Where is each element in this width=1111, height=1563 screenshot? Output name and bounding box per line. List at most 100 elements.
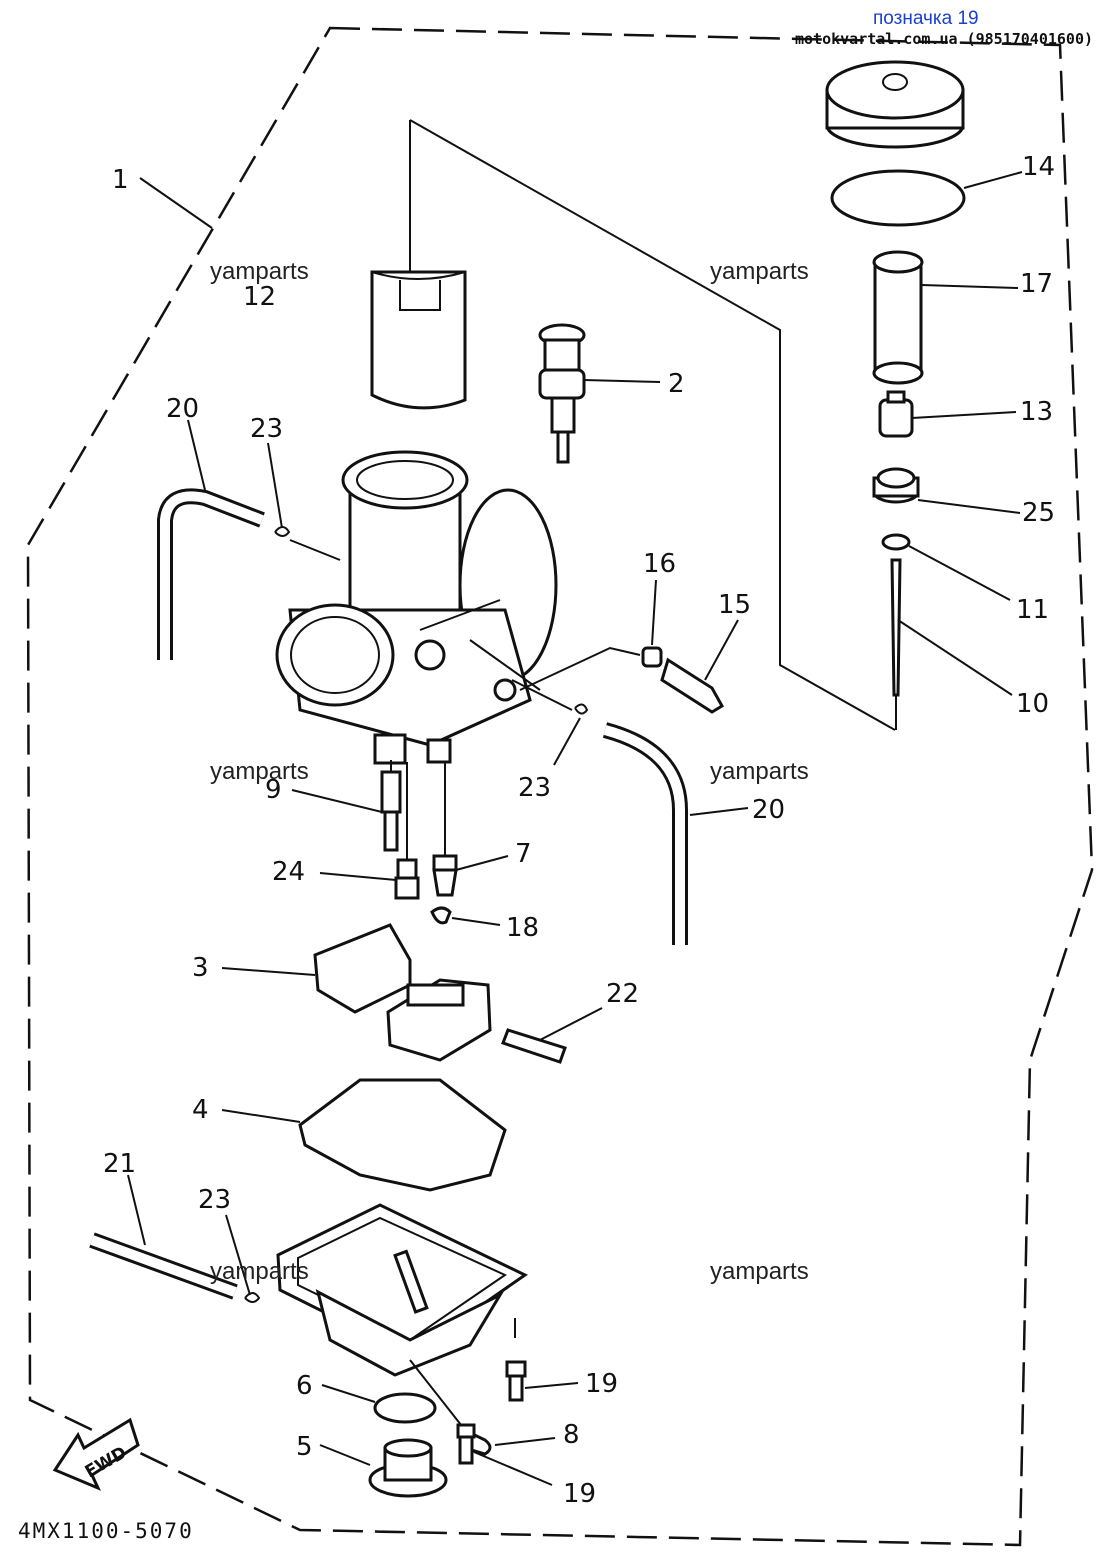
leader-3	[221, 967, 316, 976]
watermark: yamparts	[210, 758, 309, 785]
o-ring-6	[373, 1392, 437, 1424]
leader-15	[704, 619, 739, 681]
header-link[interactable]: позначка 19	[873, 8, 979, 29]
callout-18: 18	[506, 913, 539, 943]
overflow-hose-20-left	[157, 488, 265, 660]
drain-plug-5	[368, 1438, 448, 1498]
throttle-valve-12	[370, 270, 467, 410]
leader-8	[494, 1437, 556, 1446]
float-chamber-gasket-4	[298, 1078, 507, 1192]
callout-23b: 23	[518, 773, 551, 803]
callout-17: 17	[1020, 269, 1053, 299]
callout-19b: 19	[563, 1479, 596, 1509]
callout-11: 11	[1016, 595, 1049, 625]
callout-21: 21	[103, 1149, 136, 1179]
leader-19a	[524, 1382, 579, 1389]
float-chamber	[276, 1203, 528, 1377]
callout-2: 2	[668, 369, 685, 399]
callout-23a: 23	[250, 414, 283, 444]
callout-20a: 20	[166, 394, 199, 424]
pilot-screw-15	[660, 657, 725, 714]
overflow-hose-20-right-inner	[603, 725, 685, 945]
needle-valve-clip-18	[430, 906, 452, 925]
leader-23a-tube	[289, 539, 341, 561]
leader-6	[321, 1384, 376, 1403]
fwd-arrow	[52, 1417, 140, 1491]
needle-plate-25	[872, 467, 920, 504]
leader-2	[583, 379, 661, 383]
watermark: yamparts	[210, 258, 309, 285]
leader-20a	[187, 419, 206, 491]
chamber-axis	[409, 1318, 516, 1431]
main-jet-24	[394, 858, 420, 900]
callout-22: 22	[606, 979, 639, 1009]
jet-needle-10	[890, 558, 902, 697]
callout-1: 1	[112, 165, 129, 195]
pilot-linkage	[519, 646, 641, 691]
leader-23b-tube	[511, 679, 573, 711]
needle-linkage-line	[409, 119, 896, 731]
needle-valve-7	[432, 854, 458, 897]
leader-23a	[267, 442, 283, 529]
watermark: yamparts	[210, 1258, 309, 1285]
chamber-screw-19-lower	[456, 1423, 476, 1465]
callout-16: 16	[643, 549, 676, 579]
leader-4	[221, 1109, 301, 1123]
drain-hose-21-inner	[90, 1235, 237, 1297]
leader-7	[455, 855, 509, 871]
callout-3: 3	[192, 953, 209, 983]
leader-23b	[553, 717, 581, 766]
watermark: yamparts	[710, 1258, 809, 1285]
callout-12: 12	[243, 282, 276, 312]
leader-17	[921, 284, 1019, 289]
leader-5	[319, 1444, 371, 1466]
callout-24: 24	[272, 857, 305, 887]
pilot-screw-spring-16	[641, 646, 663, 668]
needle-holder-13	[878, 390, 914, 438]
clip-23-upper	[274, 526, 291, 537]
callout-13: 13	[1020, 397, 1053, 427]
pilot-jet-9	[380, 770, 402, 852]
leader-20b	[689, 807, 749, 816]
drawing-code: 4MX1100-5070	[18, 1519, 194, 1543]
leader-25	[917, 499, 1021, 514]
float-3	[313, 923, 492, 1062]
callout-5: 5	[296, 1432, 313, 1462]
chamber-screw-19-upper	[505, 1360, 527, 1402]
float-pin-22	[501, 1028, 567, 1064]
assembly-boundary	[26, 26, 1094, 1547]
cap-gasket-14	[830, 169, 966, 227]
carburetor-body	[275, 450, 558, 765]
clip-23-middle	[574, 703, 589, 715]
callout-19a: 19	[585, 1369, 618, 1399]
callout-14: 14	[1022, 152, 1055, 182]
leader-14	[963, 171, 1023, 189]
callout-10: 10	[1016, 689, 1049, 719]
leader-16	[651, 579, 657, 646]
callout-25: 25	[1022, 498, 1055, 528]
callout-15: 15	[718, 590, 751, 620]
leader-18	[451, 917, 501, 926]
starter-plunger-2	[538, 323, 586, 464]
callout-6: 6	[296, 1371, 313, 1401]
watermark: yamparts	[710, 258, 809, 285]
leader-11	[908, 545, 1011, 601]
callout-8: 8	[563, 1420, 580, 1450]
leader-1	[139, 177, 213, 229]
callout-23c: 23	[198, 1185, 231, 1215]
clip-23-lower	[244, 1292, 261, 1303]
mixing-chamber-top-cap	[825, 60, 965, 149]
callout-20b: 20	[752, 795, 785, 825]
leader-19b	[473, 1451, 553, 1486]
callout-4: 4	[192, 1095, 209, 1125]
leader-10	[897, 619, 1013, 696]
overflow-hose-20-left-inner	[160, 491, 264, 660]
leader-13	[911, 411, 1017, 419]
needle-clip-11	[881, 533, 911, 551]
watermark: yamparts	[710, 758, 809, 785]
leader-22	[539, 1007, 603, 1041]
leader-23c	[225, 1214, 251, 1296]
leader-9	[291, 789, 383, 813]
callout-7: 7	[515, 839, 532, 869]
